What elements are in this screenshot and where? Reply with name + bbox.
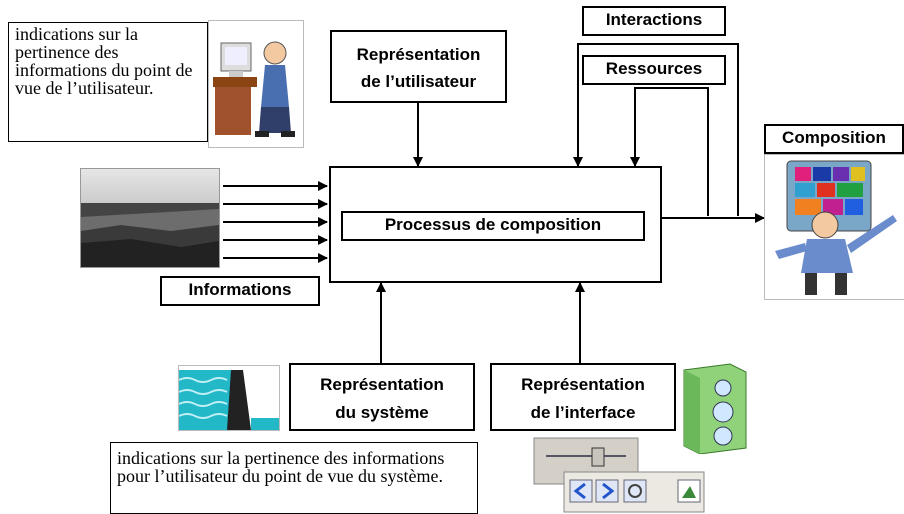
information-photo	[80, 168, 220, 268]
user-relevance-note: indications sur la pertinence des inform…	[8, 22, 208, 142]
system-relevance-note: indications sur la pertinence des inform…	[110, 442, 478, 514]
composition-label: Composition	[764, 124, 904, 154]
interface-representation-line2: de l’interface	[530, 403, 636, 422]
interface-widgets-picture	[530, 436, 708, 514]
composition-picture	[764, 154, 904, 300]
user-representation-line1: Représentation	[356, 45, 481, 64]
interactions-label: Interactions	[582, 6, 726, 36]
process-label: Processus de composition	[341, 211, 645, 241]
informations-label: Informations	[160, 276, 320, 306]
arrow-interactions	[573, 43, 739, 216]
system-picture	[178, 365, 280, 431]
system-representation-label: Représentation du système	[289, 363, 475, 431]
user-picture	[208, 20, 304, 148]
speaker-icon	[683, 363, 747, 454]
user-representation-line2: de l’utilisateur	[360, 72, 477, 91]
water-dam-icon	[179, 366, 279, 430]
dam-photo	[81, 169, 219, 267]
system-relevance-note-text: indications sur la pertinence des inform…	[117, 448, 445, 486]
person-at-computer-icon	[213, 41, 295, 137]
system-representation-line1: Représentation	[320, 375, 444, 394]
interface-representation-label: Représentation de l’interface	[490, 363, 676, 431]
composition-process-box: Processus de composition	[329, 166, 662, 283]
user-representation-label: Représentation de l’utilisateur	[330, 30, 507, 103]
person-with-computer-icon	[775, 160, 897, 295]
interface-representation-line1: Représentation	[521, 375, 645, 394]
ressources-label: Ressources	[582, 55, 726, 85]
arrow-ressources	[630, 87, 709, 216]
system-representation-line2: du système	[335, 403, 429, 422]
user-relevance-note-text: indications sur la pertinence des inform…	[15, 24, 193, 98]
slider-and-toolbar-icon	[533, 437, 705, 513]
speaker-picture	[678, 362, 750, 454]
